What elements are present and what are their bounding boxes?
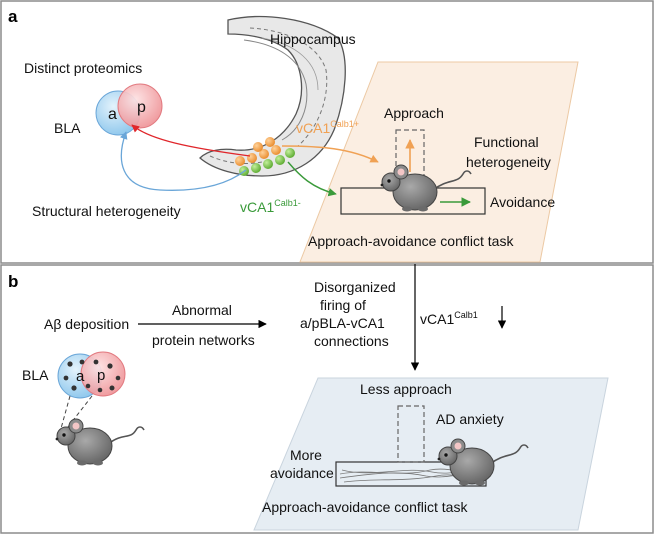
task-label-b: Approach-avoidance conflict task [262, 499, 468, 515]
green-output-arrow [287, 161, 337, 197]
structural-heterogeneity-label: Structural heterogeneity [32, 203, 181, 219]
bla-nuclei-a: a p [95, 83, 163, 136]
bla-label-b: BLA [22, 367, 49, 383]
panel-b-border [0, 264, 654, 534]
mouse-b-left-illustration [55, 418, 145, 466]
panel-b: b a p [0, 264, 654, 534]
vca1-calb1-minus-label: vCA1Calb1- [240, 198, 301, 215]
vca1-calb1-plus-label: vCA1Calb1+ [296, 119, 359, 136]
disorganized-label: Disorganized [314, 279, 396, 295]
connection-name-label: a/pBLA-vCA1 [300, 315, 385, 331]
task-label-a: Approach-avoidance conflict task [308, 233, 514, 249]
bla-nuclei-b: a p [57, 351, 126, 399]
panel-a-letter: a [8, 7, 18, 26]
bla-b-posterior-circle [80, 351, 126, 397]
firing-of-label: firing of [320, 297, 366, 313]
bla-label: BLA [54, 120, 81, 136]
connections-label: connections [314, 333, 389, 349]
protein-networks-label: protein networks [152, 332, 255, 348]
orange-output-arrow [281, 145, 379, 163]
hippocampus-label: Hippocampus [270, 31, 356, 47]
bla-posterior-circle [117, 83, 163, 129]
mouse-a-illustration [380, 164, 472, 212]
red-projection-arrow [131, 124, 251, 157]
abnormal-label: Abnormal [172, 302, 232, 318]
task-area-a [299, 61, 579, 263]
amyloid-plaques [63, 359, 121, 393]
bla-b-p-label: p [97, 367, 105, 384]
mouse-b-right-illustration [437, 438, 529, 486]
panel-a: a a [0, 0, 654, 264]
less-approach-label: Less approach [360, 381, 452, 397]
dashed-link-1 [59, 395, 71, 433]
bla-p-label: p [137, 99, 146, 116]
vca1-calb1-label-b: vCA1Calb1 [420, 310, 478, 327]
task-area-b [253, 377, 609, 531]
abeta-deposition-label: Aβ deposition [44, 316, 129, 332]
approach-zone-box-b [397, 405, 425, 463]
avoidance-label-b: avoidance [270, 465, 334, 481]
panel-a-border [0, 0, 654, 264]
functional-label: Functional [474, 134, 539, 150]
approach-label: Approach [384, 105, 444, 121]
heterogeneity-label: heterogeneity [466, 154, 551, 170]
bla-a-label: a [108, 106, 117, 123]
avoidance-label: Avoidance [490, 194, 555, 210]
blue-projection-arrow [119, 131, 247, 191]
bla-b-a-label: a [76, 368, 85, 385]
more-label: More [290, 447, 322, 463]
ad-anxiety-label: AD anxiety [436, 411, 504, 427]
distinct-proteomics-label: Distinct proteomics [24, 60, 142, 76]
panel-b-letter: b [8, 272, 18, 291]
